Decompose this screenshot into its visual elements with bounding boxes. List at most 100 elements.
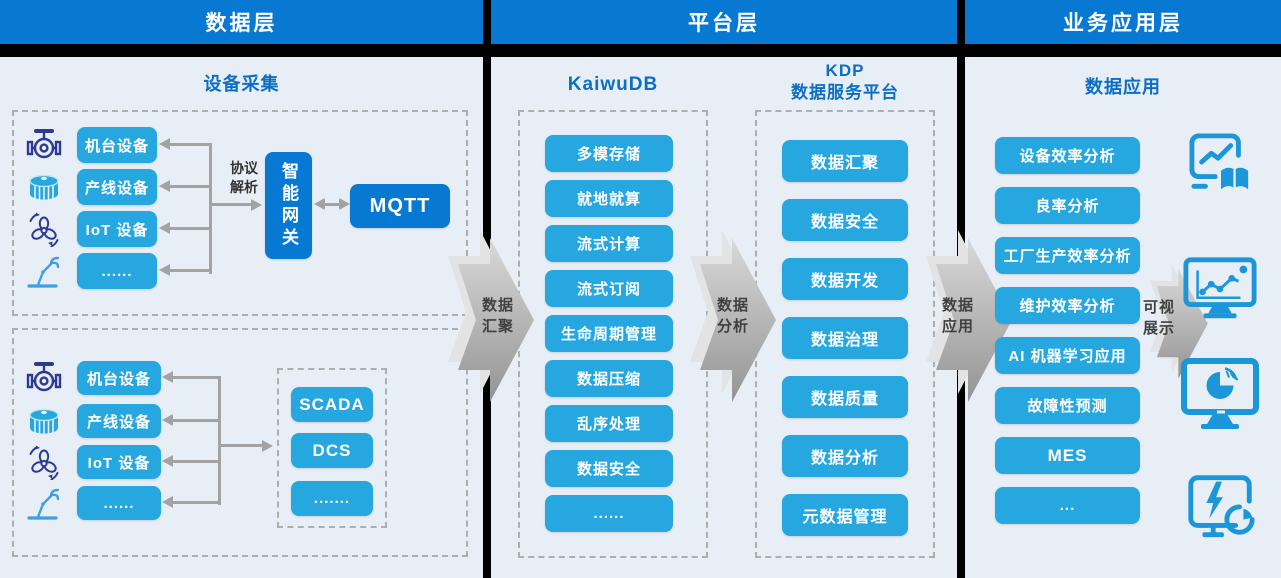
connector-line [173,376,219,379]
arrowhead-right [251,199,262,211]
kdp-item-chip: 元数据管理 [782,494,908,536]
connector-line [170,227,210,230]
report-analytics-icon [1186,132,1256,196]
arrowhead-left [159,264,170,276]
scada-dcs-box [277,368,387,528]
mqtt-chip: MQTT [350,184,450,228]
kdp-item-chip: 数据安全 [782,199,908,241]
kdp-title-line2: 数据服务平台 [791,83,899,102]
arrowhead-left [162,371,173,383]
valve-icon [26,362,62,392]
device-chip: 产线设备 [77,404,161,438]
flow-label-line: 展示 [1142,320,1175,337]
flow-label-data-analysis: 数据 分析 [705,295,761,337]
flow-label-line: 汇聚 [481,318,514,335]
fan-icon [29,444,59,480]
kdp-item-chip: 数据分析 [782,435,908,477]
system-chip: ....... [291,481,373,516]
kaiwudb-item-chip: 数据压缩 [545,360,673,397]
section-title-device-collection: 设备采集 [203,74,280,94]
smart-gateway-chip: 智能网关 [265,152,312,259]
protocol-parse-label: 协议 解析 [220,159,268,197]
connector-line [173,460,219,463]
arrowhead-right [262,440,273,452]
kdp-item-chip: 数据汇聚 [782,140,908,182]
protocol-line: 协议 [230,160,258,176]
kaiwudb-item-chip: 数据安全 [545,450,673,487]
header-data-layer: 数据层 [0,0,483,44]
connector-line-to-gateway [209,203,251,206]
connector-trunk [209,143,212,274]
connector-trunk [218,376,221,505]
flow-label-line: 分析 [716,318,749,335]
flow-label-data-application: 数据 应用 [930,295,986,337]
device-chip: 产线设备 [77,169,157,205]
arrowhead-left [162,455,173,467]
flow-label-line: 数据 [716,297,749,314]
flow-label-line: 数据 [481,297,514,314]
system-chip: SCADA [291,387,373,422]
flow-label-visual-display: 可视 展示 [1133,297,1185,339]
section-title-data-application: 数据应用 [1085,77,1161,97]
flow-label-line: 可视 [1142,299,1175,316]
kaiwudb-item-chip: 乱序处理 [545,405,673,442]
kaiwudb-item-chip: ...... [545,495,673,532]
connector-line [173,419,219,422]
connector-line [170,185,210,188]
kaiwudb-item-chip: 流式订阅 [545,270,673,307]
connector-line-to-scada [218,444,262,447]
kdp-title-line1: KDP [825,61,865,80]
header-application-layer: 业务应用层 [965,0,1281,44]
energy-dashboard-icon [1183,468,1259,542]
section-title-kaiwudb: KaiwuDB [567,74,659,95]
app-chip: 维护效率分析 [995,287,1140,324]
device-chip: IoT 设备 [77,211,157,247]
monitor-pie-chart-icon [1180,356,1260,434]
device-chip: IoT 设备 [77,445,161,479]
kdp-item-chip: 数据开发 [782,258,908,300]
system-chip: DCS [291,433,373,468]
device-chip: 机台设备 [77,361,161,395]
kaiwudb-item-chip: 多模存储 [545,135,673,172]
arrowhead-left [159,222,170,234]
protocol-line: 解析 [230,179,258,195]
flow-label-line: 数据 [941,297,974,314]
connector-line [170,269,210,272]
app-chip: 良率分析 [995,187,1140,224]
kaiwudb-item-chip: 就地就算 [545,180,673,217]
kdp-item-chip: 数据治理 [782,317,908,359]
robot-arm-icon [27,488,60,520]
tank-icon [29,174,59,202]
robot-arm-icon [27,256,60,288]
flow-label-data-aggregation: 数据 汇聚 [470,295,526,337]
app-chip: 工厂生产效率分析 [995,237,1140,274]
section-title-kdp: KDP 数据服务平台 [755,60,935,104]
device-chip: ...... [77,486,161,520]
kdp-item-chip: 数据质量 [782,376,908,418]
double-arrow-line [324,203,340,206]
device-group-top-box [12,110,468,316]
connector-line [170,143,210,146]
flow-label-line: 应用 [941,318,974,335]
app-chip: ... [995,487,1140,524]
app-chip: 故障性预测 [995,387,1140,424]
device-chip: 机台设备 [77,127,157,163]
app-chip: MES [995,437,1140,474]
arrowhead-left [159,180,170,192]
header-platform-layer: 平台层 [491,0,957,44]
arrowhead-left [314,198,325,210]
app-chip: AI 机器学习应用 [995,337,1140,374]
device-chip: ...... [77,253,157,289]
valve-icon [26,129,62,159]
arrowhead-left [162,414,173,426]
connector-line [173,501,219,504]
app-chip: 设备效率分析 [995,137,1140,174]
fan-icon [29,211,59,247]
device-group-bottom-box [12,328,468,557]
kaiwudb-item-chip: 生命周期管理 [545,315,673,352]
tank-icon [29,408,59,436]
arrowhead-left [159,138,170,150]
arrowhead-right [339,198,350,210]
monitor-trend-chart-icon [1182,255,1258,325]
